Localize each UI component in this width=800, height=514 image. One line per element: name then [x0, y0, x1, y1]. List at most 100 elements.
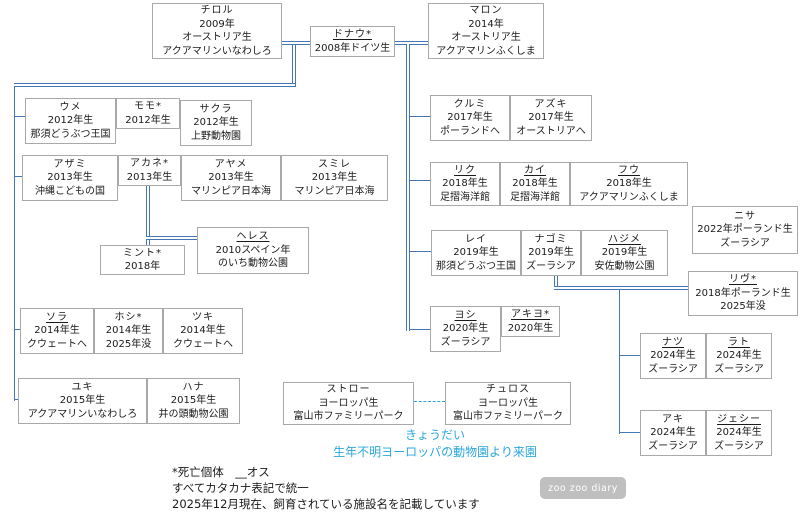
node-line: 沖縄こどもの国 [35, 185, 105, 197]
node-mint: ミント* 2018年 [100, 245, 185, 275]
node-line: 2014年生 [34, 325, 80, 337]
animal-name: ハジメ [608, 233, 641, 245]
node-line: 上野動物園 [191, 130, 241, 142]
node-line: クウェートへ [173, 338, 233, 350]
animal-name: チュロス [486, 384, 530, 396]
node-maron: マロン 2014年 オーストリア生 アクアマリンふくしま [428, 3, 544, 59]
node-hana: ハナ 2015年生 井の頭動物公園 [147, 378, 240, 424]
node-nagomi: ナゴミ 2019年生 ズーラシア [521, 230, 581, 276]
animal-name: ストロー [326, 384, 371, 396]
node-line: 安佐動物公園 [594, 260, 655, 272]
animal-name: クルミ [453, 98, 487, 110]
legend-line-1: *死亡個体 __オス [172, 465, 270, 479]
node-line: 2024年生 [650, 427, 696, 439]
drop-akane-line [146, 186, 150, 246]
animal-name: フウ [618, 164, 640, 176]
stub-azami-line [14, 176, 23, 177]
stub-rei-line [409, 251, 432, 252]
animal-name: リヴ* [729, 274, 757, 286]
node-line: 2013年生 [208, 172, 254, 184]
node-line: 2012年生 [125, 114, 171, 126]
node-line: マリンピア日本海 [294, 185, 375, 197]
node-line: 井の頭動物公園 [158, 408, 229, 420]
node-line: アクアマリンいなわしろ [27, 408, 138, 420]
node-line: 那須どうぶつ王国 [436, 260, 516, 272]
animal-name: ツキ [192, 311, 214, 323]
left-spine-line [14, 86, 15, 401]
node-fuu: フウ 2018年生 アクアマリンふくしま [570, 162, 688, 206]
node-nisa: ニサ 2022年ポーランド生 ズーラシア [692, 206, 798, 254]
node-line: アクアマリンふくしま [436, 45, 536, 57]
node-line: 2019年生 [601, 247, 648, 259]
node-line: 2015年生 [170, 395, 217, 407]
animal-name: ユキ [71, 381, 94, 393]
animal-name: ミント* [123, 247, 162, 259]
animal-name: アヤメ [214, 158, 248, 170]
animal-name: アザミ [53, 158, 87, 170]
pair-nagomi-riv-line [554, 286, 689, 290]
animal-name: ドナウ* [333, 29, 372, 40]
node-line: 2025年没 [720, 301, 766, 313]
node-tirol: チロル 2009年 オーストリア生 アクアマリンいなわしろ [152, 3, 282, 59]
sibling-dashed-line [414, 401, 445, 402]
node-rato: ラト 2024年生 ズーラシア [706, 333, 772, 379]
node-line: 富山市ファミリーパーク [293, 411, 404, 423]
animal-name: マロン [469, 5, 503, 16]
node-line: オーストリア生 [451, 32, 521, 43]
stub-riku-line [409, 180, 431, 181]
node-tsuki: ツキ 2014年生 クウェートへ [163, 308, 243, 354]
node-line: 2012年生 [47, 115, 94, 127]
animal-name: アキヨ* [511, 309, 550, 320]
animal-name: スミレ [318, 158, 351, 170]
stub-aki-line [619, 432, 641, 433]
node-sora: ソラ 2014年生 クウェートへ [20, 308, 94, 354]
stub-yoshi-line [409, 329, 431, 330]
node-rei: レイ 2019年生 那須どうぶつ王国 [431, 230, 521, 276]
node-line: 2020年生 [507, 322, 554, 334]
animal-name: カイ [524, 164, 546, 176]
node-line: ズーラシア [714, 440, 764, 452]
node-line: ズーラシア [440, 336, 491, 348]
animal-name: ホシ* [114, 311, 143, 323]
node-line: ヨーロッパ生 [478, 397, 538, 409]
node-line: 2018年生 [442, 178, 488, 190]
stub-yuki-line [14, 399, 19, 400]
animal-name: アズキ [534, 98, 568, 110]
node-line: アクアマリンふくしま [579, 191, 679, 203]
node-ayame: アヤメ 2013年生 マリンピア日本海 [181, 155, 281, 201]
stub-kurumi-line [409, 116, 431, 117]
node-hoshi: ホシ* 2014年生 2025年没 [94, 308, 163, 354]
node-line: 2017年生 [447, 112, 493, 124]
animal-name: ニサ [734, 210, 756, 222]
node-donau: ドナウ* 2008年ドイツ生 [310, 26, 395, 57]
node-line: 2013年生 [47, 172, 93, 184]
node-yuki: ユキ 2015年生 アクアマリンいなわしろ [18, 378, 147, 424]
animal-name: ヨシ [454, 309, 477, 321]
logo-badge: zoo zoo diary [540, 477, 626, 499]
node-line: オーストリア生 [182, 32, 252, 43]
node-line: 2013年生 [311, 172, 358, 184]
node-line: のいち動物公園 [218, 258, 288, 270]
node-momo: モモ* 2012年生 [116, 98, 180, 129]
animal-name: ハナ [182, 381, 205, 393]
node-line: 2008年ドイツ生 [314, 42, 391, 54]
node-line: 足摺海洋館 [440, 191, 490, 203]
node-line: 2019年生 [528, 247, 574, 259]
animal-name: ソラ [46, 311, 68, 323]
node-line: 2022年ポーランド生 [697, 224, 793, 236]
node-azuki: アズキ 2017年生 オーストリアへ [510, 95, 592, 141]
node-line: 2018年 [124, 261, 161, 272]
animal-name: ヘレス [236, 231, 270, 243]
node-natsu: ナツ 2024年生 ズーラシア [640, 333, 706, 379]
node-line: 2025年没 [105, 338, 152, 350]
node-line: 2018年ポーランド生 [695, 287, 791, 299]
node-line: 2012年生 [193, 117, 239, 129]
node-line: 2020年生 [442, 323, 489, 335]
pair-akane-heres-line [146, 236, 198, 240]
node-akane: アカネ* 2013年生 [118, 155, 181, 186]
node-line: ヨーロッパ生 [318, 397, 379, 409]
pair-tirol-donau-line [281, 41, 311, 45]
node-line: ズーラシア [648, 363, 698, 375]
node-line: 2009年 [199, 18, 235, 30]
